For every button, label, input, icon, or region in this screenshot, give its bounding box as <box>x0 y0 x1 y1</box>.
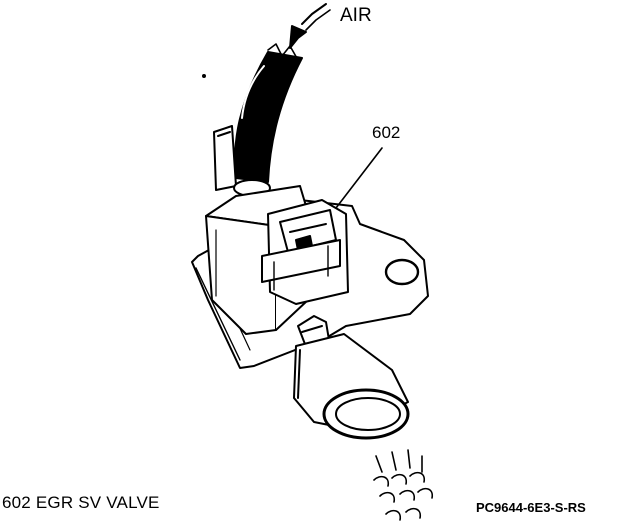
part-leader-line <box>335 147 383 209</box>
filter-cap <box>293 333 410 440</box>
diagram-caption: 602 EGR SV VALVE <box>2 493 160 512</box>
vacuum-hose <box>234 43 303 183</box>
air-label: AIR <box>340 5 372 26</box>
stray-mark <box>202 74 206 78</box>
electrical-connector <box>261 199 349 305</box>
reference-code: PC9644-6E3-S-RS <box>476 500 586 515</box>
part-number-label: 602 <box>372 123 401 142</box>
air-flow-arrow <box>289 3 331 49</box>
exhaust-air-puffs <box>373 449 434 521</box>
mounting-hole <box>384 258 420 286</box>
